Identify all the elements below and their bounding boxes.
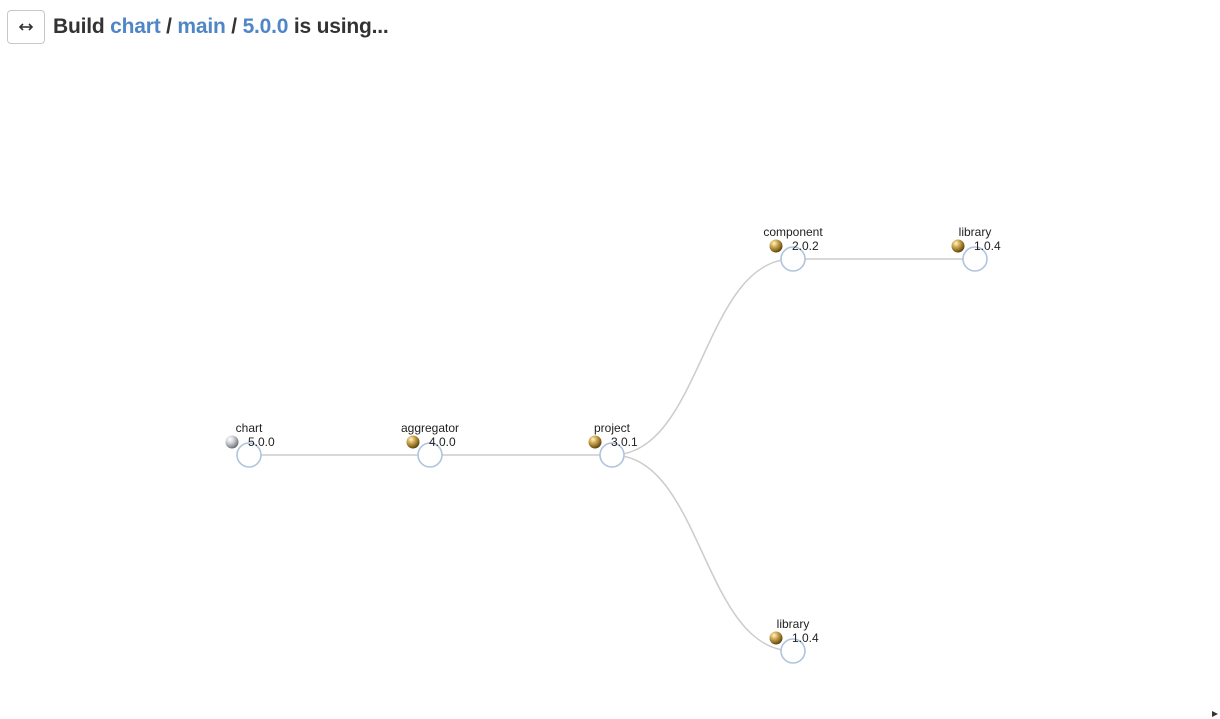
node-name-label: aggregator — [401, 421, 459, 435]
node-name-label: library — [959, 225, 992, 239]
page-header: Build chart / main / 5.0.0 is using... — [7, 9, 389, 45]
breadcrumb-separator: / — [166, 15, 172, 38]
node-name-label: component — [763, 225, 823, 239]
gold-ball-icon — [769, 631, 783, 645]
node-version-label: 4.0.0 — [429, 435, 456, 449]
title-prefix: Build — [53, 15, 105, 38]
title-suffix: is using... — [293, 15, 389, 38]
node-version-label: 1.0.4 — [974, 239, 1001, 253]
gold-ball-icon — [769, 239, 783, 253]
gold-ball-icon — [951, 239, 965, 253]
page-title: Build chart / main / 5.0.0 is using... — [53, 15, 389, 39]
gold-ball-icon — [588, 435, 602, 449]
silver-ball-icon — [225, 435, 239, 449]
node-version-label: 3.0.1 — [611, 435, 638, 449]
edge-project-library-b — [611, 454, 794, 652]
node-version-label: 5.0.0 — [248, 435, 275, 449]
edges-layer — [248, 258, 975, 652]
node-version-label: 2.0.2 — [792, 239, 819, 253]
node-circle[interactable] — [417, 442, 443, 468]
breadcrumb-version-link[interactable]: 5.0.0 — [242, 15, 289, 38]
layout-toggle-button[interactable] — [7, 10, 45, 44]
resize-corner-icon — [1212, 711, 1218, 717]
breadcrumb-branch-link[interactable]: main — [177, 15, 226, 38]
node-circle[interactable] — [962, 246, 988, 272]
breadcrumb-separator: / — [231, 15, 237, 38]
node-circle[interactable] — [599, 442, 625, 468]
breadcrumb-chart-link[interactable]: chart — [110, 15, 161, 38]
node-name-label: chart — [236, 421, 263, 435]
node-circle[interactable] — [780, 638, 806, 664]
node-version-label: 1.0.4 — [792, 631, 819, 645]
node-circle[interactable] — [236, 442, 262, 468]
gold-ball-icon — [406, 435, 420, 449]
node-name-label: project — [594, 421, 631, 435]
edge-project-component — [611, 258, 794, 456]
horizontal-arrows-icon — [18, 23, 34, 31]
node-name-label: library — [777, 617, 810, 631]
node-circle[interactable] — [780, 246, 806, 272]
